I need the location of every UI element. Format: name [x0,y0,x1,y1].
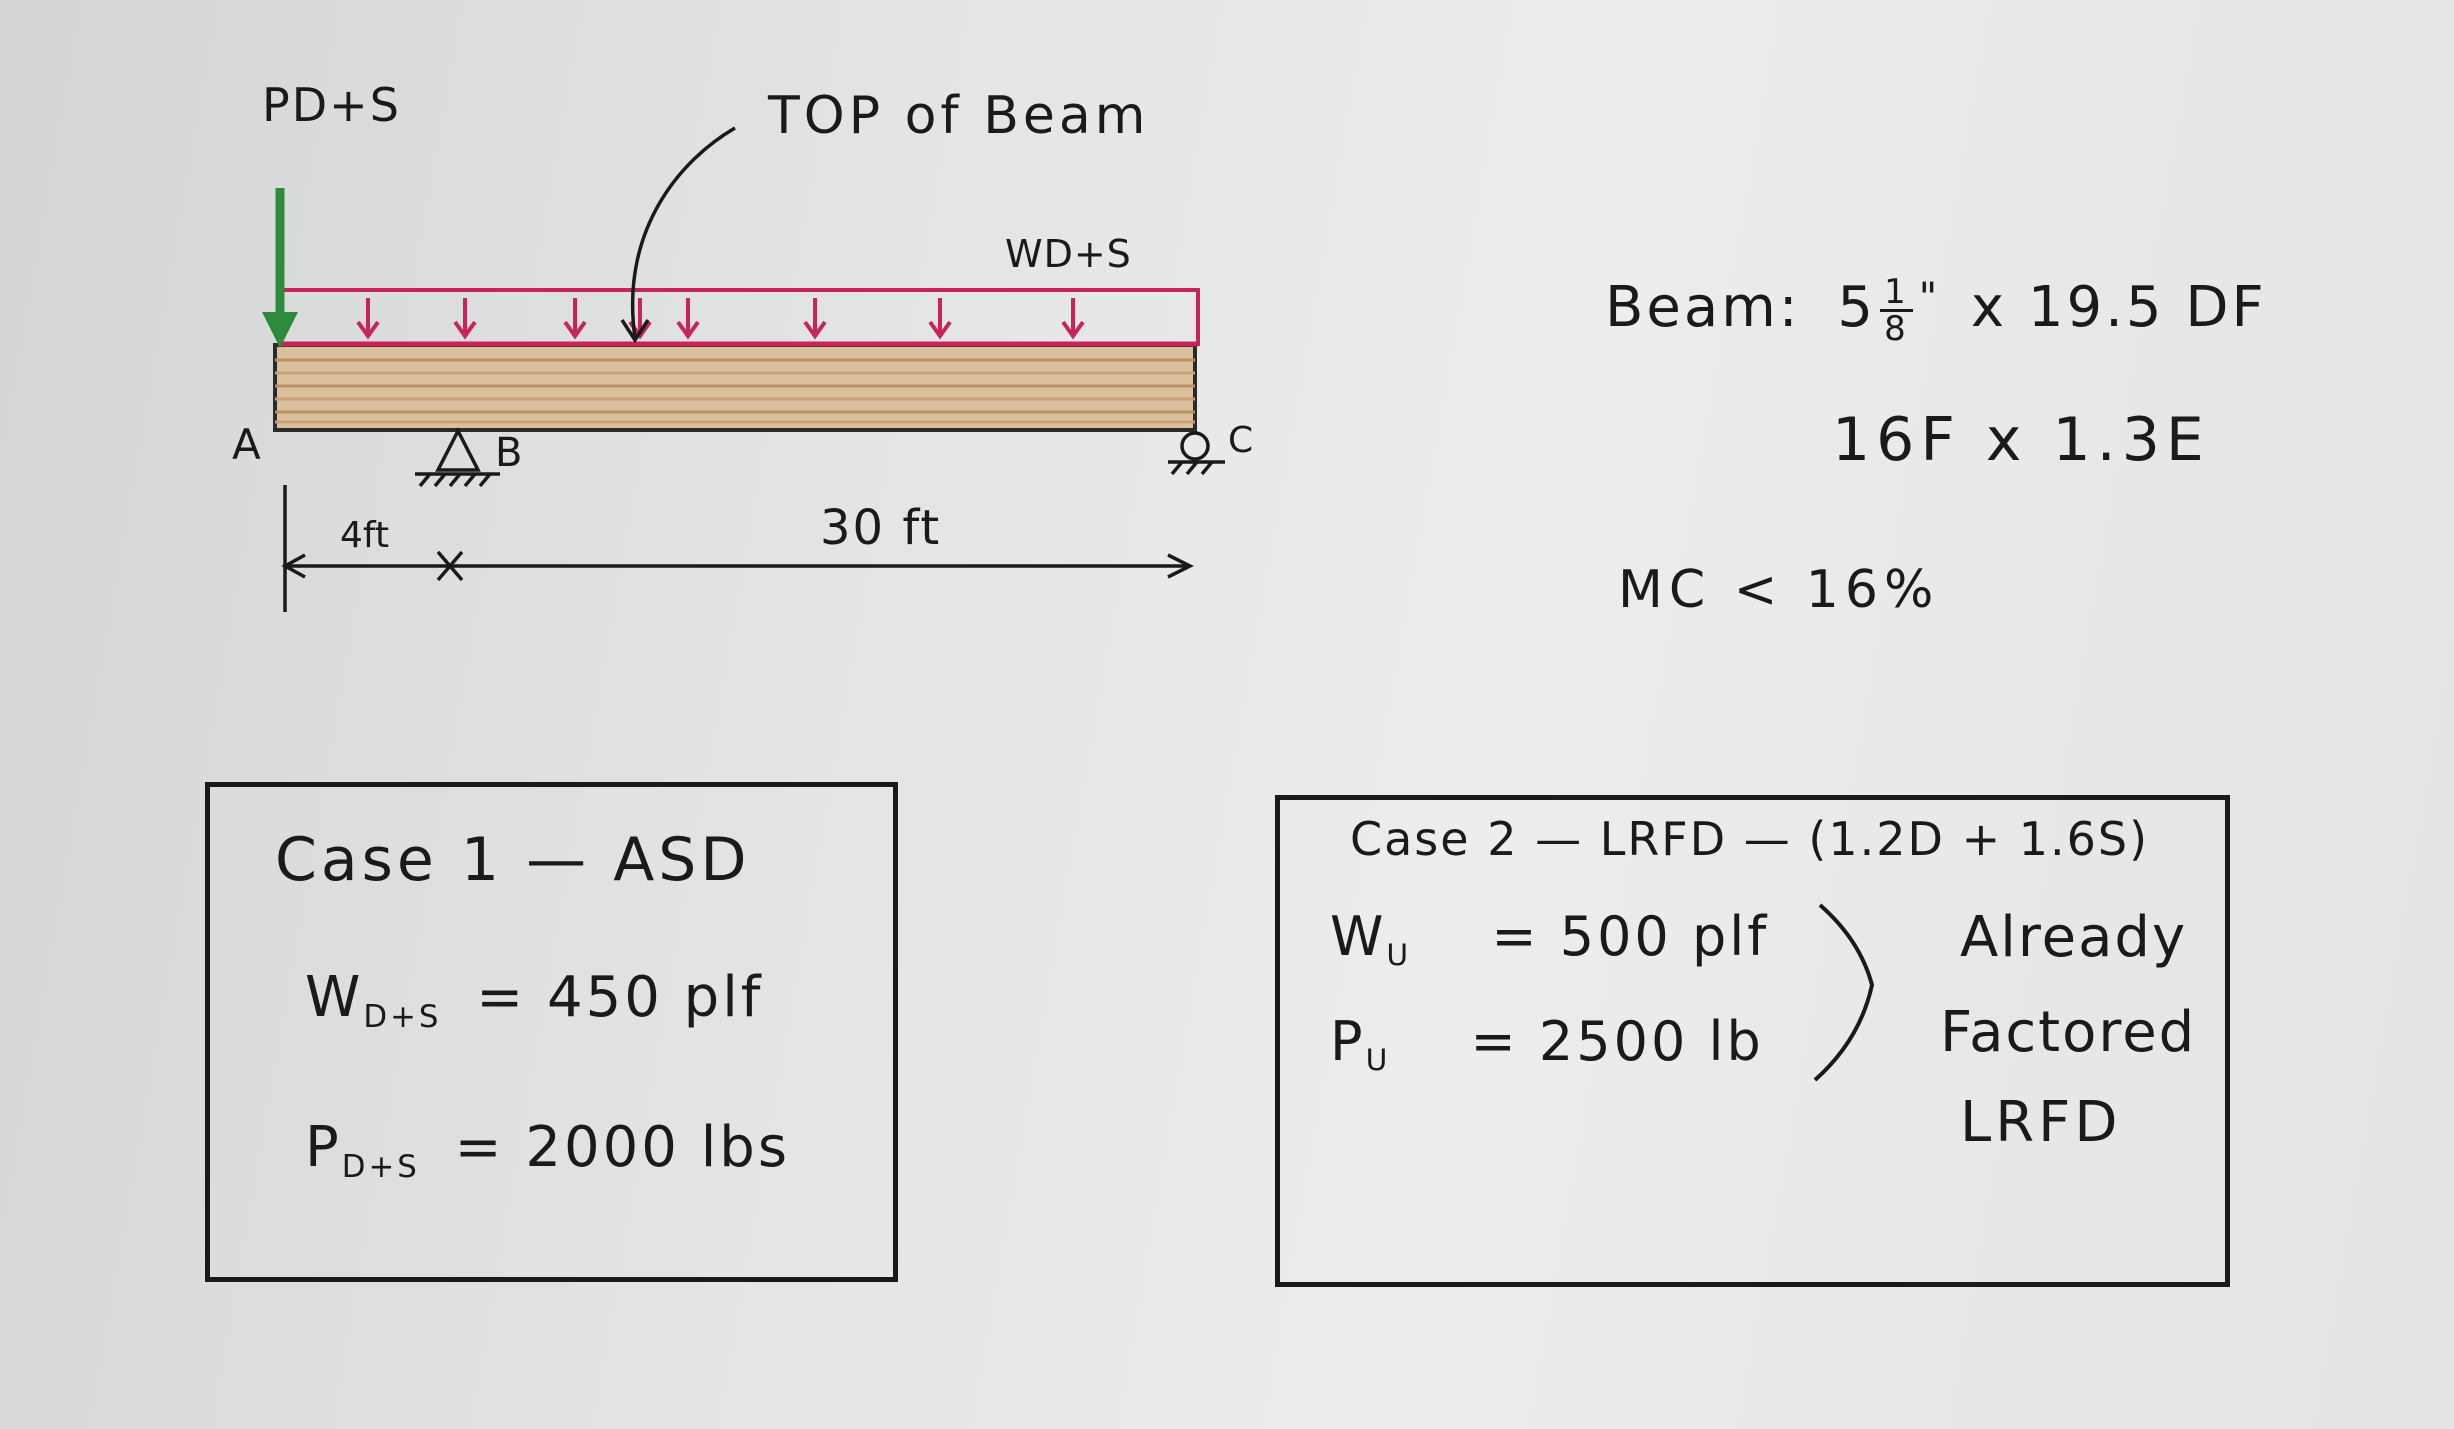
beam-spec-line: Beam: 5 1 8 " x 19.5 DF [1605,275,2267,346]
case1-title: Case 1 — ASD [275,825,751,895]
beam-size-fraction: 1 8 [1880,275,1913,346]
point-b-label: B [495,430,523,476]
top-of-beam-leader [630,126,736,339]
distributed-load [278,288,1200,347]
case2-note-line3: LRFD [1960,1090,2122,1155]
case1-box [205,782,898,1282]
case1-p-value: = 2000 lbs [454,1115,790,1180]
beam-spec-label: Beam: [1605,275,1801,340]
dim-span-label: 30 ft [820,500,942,556]
beam-size-rest: x 19.5 DF [1970,275,2267,340]
point-load-arrow [262,188,298,348]
dimension-lines [281,485,1194,612]
case1-p-sub: D+S [341,1148,420,1185]
case2-p-line: PU = 2500 lb [1330,1010,1764,1078]
beam-size-frac-den: 8 [1884,309,1909,350]
case1-w-line: WD+S = 450 plf [305,965,764,1035]
case2-note-line2: Factored [1940,1000,2197,1065]
case2-w-label: W [1330,905,1387,968]
support-c-roller [1168,431,1225,476]
beam-size-frac-num: 1 [1880,275,1913,313]
case2-w-sub: U [1386,938,1412,974]
case2-box [1275,795,2230,1287]
case1-p-line: PD+S = 2000 lbs [305,1115,790,1185]
top-of-beam-label: TOP of Beam [768,86,1150,146]
case2-title: Case 2 — LRFD — (1.2D + 1.6S) [1350,812,2150,866]
dist-load-label: WD+S [1005,232,1132,276]
case1-w-value: = 450 plf [476,965,764,1030]
case2-note-line1: Already [1960,905,2188,970]
case2-brace [1813,903,1875,1082]
dim-left-label: 4ft [340,515,390,556]
point-c-label: C [1228,420,1254,461]
point-a-label: A [232,420,261,469]
case2-p-value: = 2500 lb [1470,1010,1764,1073]
case1-p-label: P [305,1115,342,1180]
beam-moisture: MC < 16% [1618,560,1940,620]
beam-body [273,343,1197,432]
case2-w-value: = 500 plf [1491,905,1770,968]
case1-w-sub: D+S [363,998,442,1035]
case1-w-label: W [305,965,364,1030]
case2-w-line: WU = 500 plf [1330,905,1770,973]
beam-grade: 16F x 1.3E [1832,405,2210,475]
beam-size-unit: " [1918,275,1941,321]
point-load-label: PD+S [262,78,401,132]
case2-p-sub: U [1365,1043,1391,1079]
support-b-pin [415,427,500,488]
beam-size-whole: 5 [1837,275,1877,340]
case2-p-label: P [1330,1010,1366,1073]
